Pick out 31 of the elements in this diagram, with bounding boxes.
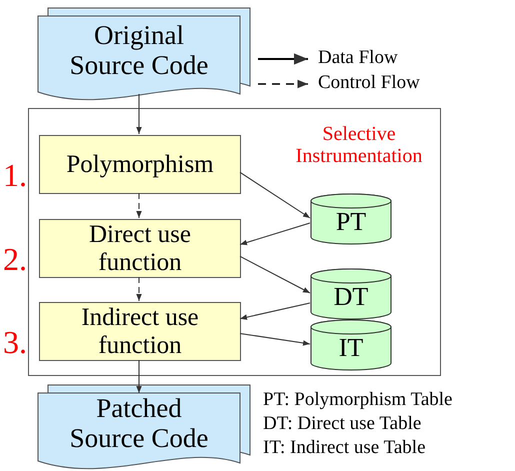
arrow (240, 222, 310, 246)
node-label: IT (338, 334, 364, 363)
document-shape (38, 8, 250, 102)
arrow (240, 332, 310, 346)
document-shape (38, 385, 250, 471)
legend-label: Control Flow (318, 72, 420, 94)
abbreviation-note: IT: Indirect use Table (263, 437, 426, 459)
arrow (136, 276, 142, 302)
database-cylinder (311, 194, 391, 244)
node-label: Patched Source Code (68, 393, 210, 455)
node-label: Original Source Code (68, 19, 210, 82)
arrow (136, 360, 142, 394)
node-label: Indirect use function (80, 303, 200, 360)
database-cylinder (311, 269, 391, 319)
node-label: Direct use function (88, 220, 192, 277)
arrow (240, 172, 310, 218)
database-cylinder (311, 320, 391, 370)
step-number: 1. (3, 159, 27, 191)
arrow (136, 192, 142, 218)
node-label: DT (332, 283, 370, 312)
arrow (136, 94, 142, 134)
legend-label: Data Flow (318, 47, 398, 69)
abbreviation-note: DT: Direct use Table (263, 413, 422, 435)
step-number: 2. (3, 243, 27, 275)
step-number: 3. (3, 326, 27, 358)
node-label: PT (334, 208, 368, 237)
group-title: Selective Instrumentation (294, 122, 424, 169)
abbreviation-note: PT: Polymorphism Table (263, 389, 452, 411)
arrow (240, 302, 310, 320)
node-label: Polymorphism (65, 150, 215, 180)
arrow (240, 256, 310, 294)
